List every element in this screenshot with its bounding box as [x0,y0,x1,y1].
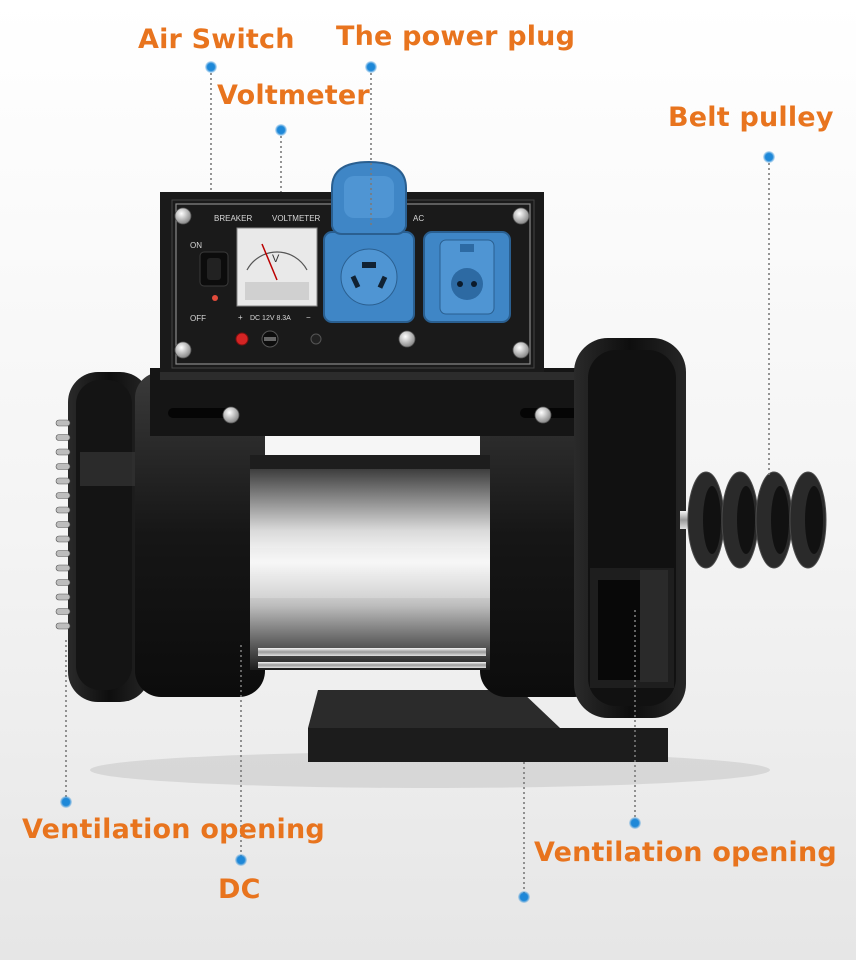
label-power-plug: The power plug [336,21,576,52]
breaker-indicator [212,295,218,301]
vent-fin [55,622,71,630]
label-ventilation-opening-right: Ventilation opening [534,837,837,868]
vent-fin [55,463,71,470]
dot-voltmeter [275,124,287,136]
label-belt-pulley: Belt pulley [668,102,834,133]
panel-screws [174,207,552,424]
vent-fin [55,608,71,615]
pulley-groove-inner [805,486,823,554]
screw [534,406,552,424]
screw [398,330,416,348]
ac-socket-1 [323,231,415,323]
vent-fin [55,419,71,427]
screw [512,207,530,225]
vent-fin [55,593,71,601]
left-end-cap [68,372,150,702]
label-air-switch: Air Switch [138,24,295,55]
dot-dc [235,854,247,866]
vent-fin [55,521,71,528]
leader-lines [65,68,770,896]
dot-power-plug [365,61,377,73]
vent-fin [55,448,71,456]
screw [512,341,530,359]
panel-label-voltmeter: VOLTMETER [272,214,321,223]
right-end-flange [574,338,686,718]
panel-label-on: ON [190,241,202,250]
dc-terminals [235,330,322,348]
panel-label-off: OFF [190,314,206,323]
dot-vent-bottom [518,891,530,903]
pulley-groove-inner [737,486,755,554]
panel-label-dc-rating: DC 12V 8.3A [250,315,291,322]
callout-dots [60,61,775,903]
panel-label-minus: − [306,313,311,322]
vent-fin [55,506,71,514]
dot-belt-pulley [763,151,775,163]
screw [174,341,192,359]
label-dc: DC [218,874,261,905]
panel-label-plus: + [238,313,243,322]
pulley-groove-inner [771,486,789,554]
vent-fin [55,564,71,572]
label-voltmeter: Voltmeter [217,80,370,111]
stator-frame [135,368,600,697]
vent-fin [55,477,71,485]
vent-fin [55,434,71,441]
label-ventilation-opening-left: Ventilation opening [22,814,325,845]
socket-cover [331,160,407,235]
breaker-switch [199,251,229,287]
panel-label-breaker: BREAKER [214,214,252,223]
screw [174,207,192,225]
vent-fin [55,550,71,557]
screw [222,406,240,424]
panel-label-ac: AC [413,214,424,223]
pulley-groove-inner [703,486,721,554]
voltmeter-gauge [236,227,318,307]
ventilation-fins-left [55,419,71,630]
meter-unit-label: V [272,253,280,265]
dot-vent-right [629,817,641,829]
ac-socket-2 [423,231,511,323]
dot-vent-left [60,796,72,808]
belt-pulley [687,471,827,569]
vent-fin [55,535,71,543]
vent-fin [55,579,71,586]
dot-air-switch [205,61,217,73]
vent-fin [55,492,71,499]
